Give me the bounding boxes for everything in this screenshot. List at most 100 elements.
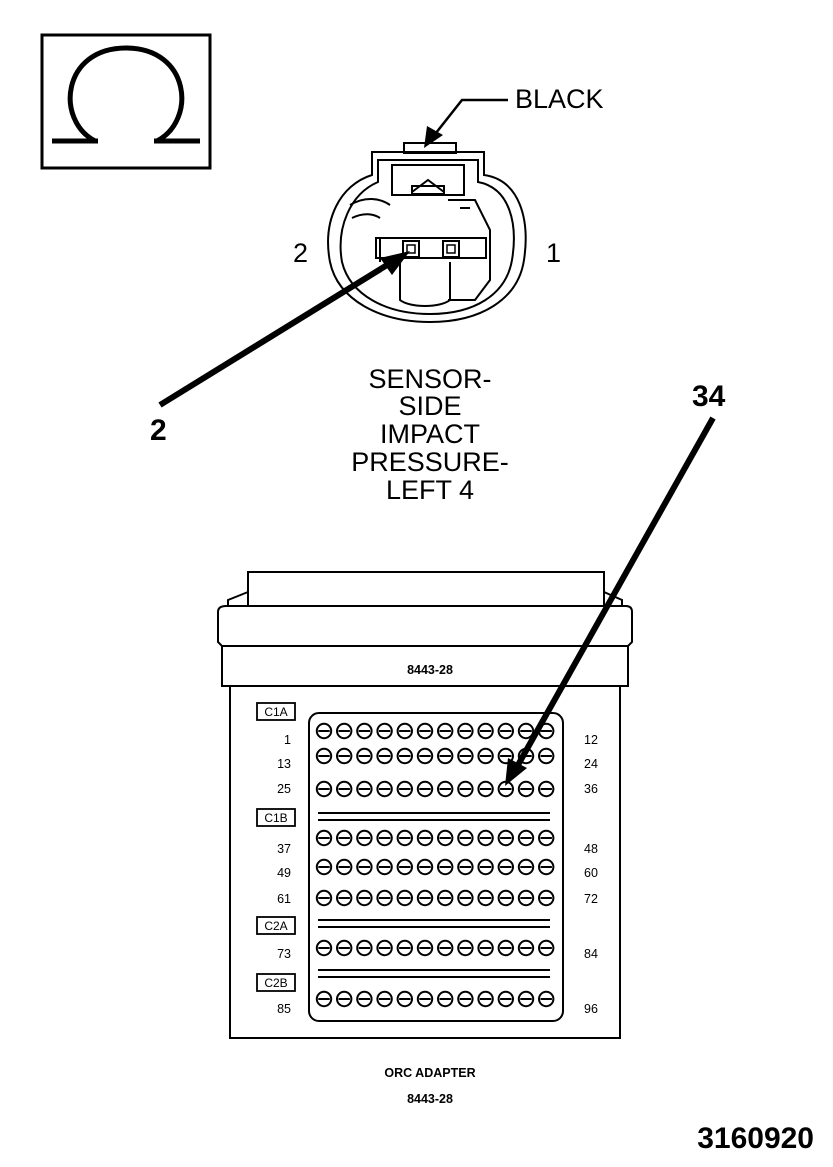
pin-jack [457,722,474,740]
row-start-number: 61 [277,892,291,906]
section-label-c2a: C2A [264,919,287,933]
connector-pin-right-label: 1 [546,238,561,268]
row-end-number: 84 [584,947,598,961]
ohm-icon [52,45,200,144]
pin-jack [336,889,353,907]
adapter-callout-label: 34 [692,380,726,413]
pin-jack [497,939,514,957]
pin-jack [538,722,555,740]
pin-jack [538,858,555,876]
pin-jack [416,829,434,847]
pin-jack [477,858,494,876]
pin-jack [356,829,373,847]
pin-jack [497,747,514,765]
adapter-part-number-top: 8443-28 [407,663,453,677]
pin-jack [497,889,514,907]
pin-jack [437,858,454,876]
connector-callout-line [158,259,394,408]
orc-adapter [217,571,633,1039]
adapter-section-labels: C1A C1B C2A C2B [256,702,296,992]
pin-jack [416,722,434,740]
pin-jack [538,747,555,765]
pin-jack [538,939,555,957]
connector-pin-left-label: 2 [293,238,308,268]
pin-jack [416,780,434,798]
section-dividers [318,812,550,978]
pin-jack [315,780,333,798]
pin-jack [396,829,413,847]
adapter-callout-arrowhead [505,758,527,786]
connector-title-line: LEFT 4 [386,475,474,505]
pin-jack [517,889,535,907]
pin-jack [497,722,514,740]
pin-jack [396,722,413,740]
pin-jack [396,889,413,907]
section-label-c1b: C1B [264,811,287,825]
pin-jack [477,990,494,1008]
pin-jack [477,889,494,907]
pin-jack [477,939,494,957]
pin-jack [517,747,535,765]
connector-callout-arrowhead [380,251,410,275]
pin-jack [356,889,373,907]
connector-title: SENSOR- SIDE IMPACT PRESSURE- LEFT 4 [351,364,509,505]
row-end-number: 36 [584,782,598,796]
pin-jack [538,889,555,907]
pin-jack [517,990,535,1008]
pin-jack [517,722,535,740]
pin-jack [437,889,454,907]
connector-face [327,142,527,324]
pin-jack [538,829,555,847]
pin-jack [538,990,555,1008]
row-end-number: 48 [584,842,598,856]
pin-jack [396,858,413,876]
pin-jack [457,858,474,876]
pin-jack [477,722,494,740]
pin-jack [356,939,373,957]
connector-title-line: PRESSURE- [351,447,509,477]
pin-jack [437,939,454,957]
pin-jack [336,858,353,876]
pin-jack [416,990,434,1008]
row-end-number: 60 [584,866,598,880]
pin-jack [497,829,514,847]
pin-jack [336,722,353,740]
pin-jack [376,747,393,765]
pin-jack [497,858,514,876]
row-end-number: 24 [584,757,598,771]
color-leader-line [431,98,508,139]
pin-jack [517,939,535,957]
terminal-pin-1 [442,240,460,258]
pin-jack [457,747,474,765]
row-start-number: 13 [277,757,291,771]
row-end-number: 72 [584,892,598,906]
pin-jack [457,939,474,957]
row-start-number: 1 [284,733,291,747]
pin-jack [336,829,353,847]
pin-jack [376,722,393,740]
pin-jack [517,780,535,798]
pin-jack [376,858,393,876]
row-end-number: 12 [584,733,598,747]
pin-jack [497,780,514,798]
connector-color-label: BLACK [515,84,604,114]
section-label-c2b: C2B [264,976,287,990]
pin-jack [315,829,333,847]
pin-jack [376,780,393,798]
pin-jack [336,780,353,798]
row-end-number: 96 [584,1002,598,1016]
pin-jack [457,829,474,847]
pin-jack [396,939,413,957]
row-start-number: 73 [277,947,291,961]
pin-jack [437,722,454,740]
pin-jack [315,858,333,876]
pin-jack [336,939,353,957]
connector-callout-label: 2 [150,414,167,447]
pin-jack [396,780,413,798]
pin-jack [315,889,333,907]
pin-jack [315,722,333,740]
pin-jack [497,990,514,1008]
row-number-labels: 1 12 13 24 25 36 37 48 49 60 61 72 73 84… [277,733,598,1016]
pin-jack [396,747,413,765]
